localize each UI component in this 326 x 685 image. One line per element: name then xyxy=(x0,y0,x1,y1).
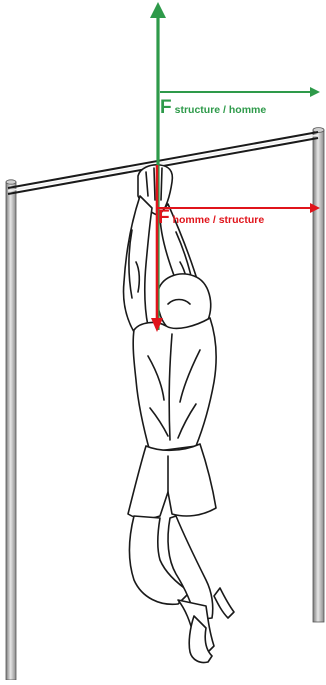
right-pole xyxy=(313,128,324,622)
hanging-man xyxy=(123,165,234,663)
arrowhead-up-green xyxy=(150,2,166,18)
left-pole xyxy=(6,180,16,680)
force-symbol: F xyxy=(158,207,170,228)
force-symbol: F xyxy=(160,97,172,118)
arrowhead-right-green xyxy=(310,87,320,97)
force-subscript: structure / homme xyxy=(175,104,267,116)
force-subscript: homme / structure xyxy=(173,214,265,226)
